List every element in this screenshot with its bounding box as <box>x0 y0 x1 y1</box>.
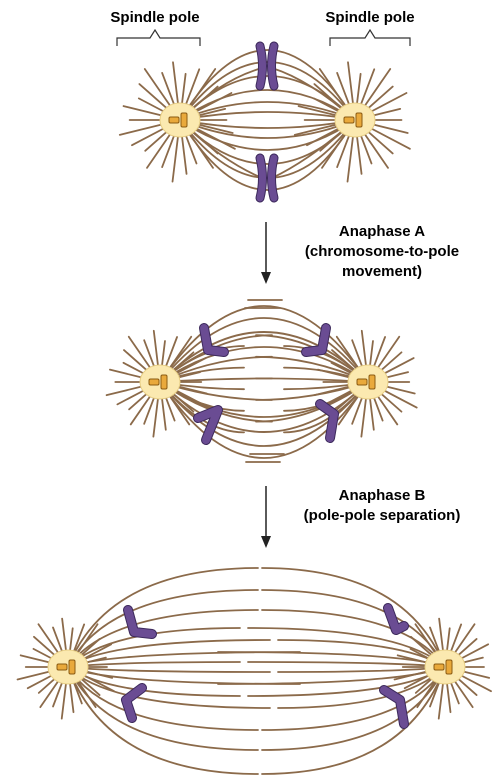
anaphase-b-subtitle: (pole-pole separation) <box>304 507 461 524</box>
anaphase-a-spindle-panel <box>107 300 417 462</box>
chromatid <box>260 158 263 198</box>
astral-microtubule <box>70 681 74 712</box>
astral-microtubule <box>370 341 373 368</box>
astral-microtubule <box>70 628 73 653</box>
anaphase-b-title: Anaphase B <box>339 487 426 504</box>
pole-halo <box>335 103 375 137</box>
centriole <box>69 660 75 674</box>
centriole <box>181 113 187 127</box>
astral-microtubule <box>373 337 385 369</box>
pole-halo <box>160 103 200 137</box>
astral-microtubule <box>162 396 166 430</box>
pole-halo <box>425 650 465 684</box>
microtubule <box>68 610 258 667</box>
chromosome <box>388 608 404 630</box>
metaphase-spindle-panel <box>120 46 410 198</box>
pole-halo <box>348 365 388 399</box>
centriole <box>434 664 444 670</box>
microtubule <box>68 667 270 708</box>
pole-halo <box>48 650 88 684</box>
centriole <box>446 660 452 674</box>
centriole <box>169 117 179 123</box>
astral-microtubule <box>162 341 165 368</box>
polar-microtubule <box>160 347 368 382</box>
astral-microtubule <box>120 123 167 134</box>
microtubule <box>68 667 258 730</box>
centriole <box>357 379 367 385</box>
astral-microtubule <box>124 106 167 117</box>
centriole <box>161 375 167 389</box>
astral-microtubule <box>153 396 158 437</box>
spindle-pole-label-right: Spindle pole <box>325 9 414 26</box>
chromosome <box>384 690 404 724</box>
anaphase-b-arrow <box>261 486 271 548</box>
astral-microtubule <box>348 134 354 182</box>
centriole <box>344 117 354 123</box>
anaphase-a-title: Anaphase A <box>339 223 425 240</box>
astral-microtubule <box>447 681 451 712</box>
anaphase-a-arrow <box>261 222 271 284</box>
spindle-pole-label-left: Spindle pole <box>110 9 199 26</box>
spindle-pole-bracket-right <box>330 30 410 46</box>
chromatid <box>272 158 275 198</box>
astral-microtubule <box>370 396 374 430</box>
microtubule <box>262 667 445 730</box>
astral-microtubule <box>182 134 187 174</box>
astral-microtubule <box>144 340 155 369</box>
astral-microtubule <box>182 74 186 106</box>
astral-microtubule <box>439 619 443 653</box>
astral-microtubule <box>154 331 159 368</box>
spindle-pole-bracket-left <box>117 30 200 46</box>
chromatid <box>320 404 334 438</box>
astral-microtubule <box>348 62 353 106</box>
chromosome <box>260 46 274 86</box>
chromosome <box>320 404 334 438</box>
astral-microtubule <box>162 73 175 107</box>
astral-microtubule <box>362 331 367 368</box>
chromosome <box>198 410 218 440</box>
anaphase-a-subtitle-line2: movement) <box>342 263 422 280</box>
pole-halo <box>140 365 180 399</box>
astral-microtubule <box>357 134 362 174</box>
chromatid <box>306 328 326 352</box>
microtubule <box>68 667 258 750</box>
chromosome <box>306 328 326 352</box>
astral-microtubule <box>173 134 179 182</box>
chromatid <box>198 410 218 440</box>
astral-microtubule <box>361 396 366 437</box>
chromatid <box>128 610 152 634</box>
astral-microtubule <box>439 681 444 719</box>
anaphase-a-subtitle-line1: (chromosome-to-pole <box>305 243 459 260</box>
astral-microtubule <box>360 133 372 163</box>
centriole <box>57 664 67 670</box>
centriole <box>149 379 159 385</box>
astral-microtubule <box>62 619 66 653</box>
astral-microtubule <box>62 681 67 719</box>
astral-microtubule <box>162 133 175 167</box>
spindle-pole-right <box>395 619 492 719</box>
centriole <box>356 113 362 127</box>
astral-microtubule <box>450 624 461 653</box>
chromatid <box>272 46 275 86</box>
astral-microtubule <box>447 628 450 653</box>
centriole <box>369 375 375 389</box>
microtubule <box>262 610 445 667</box>
astral-microtubule <box>373 395 383 420</box>
anaphase-b-spindle-panel <box>18 568 492 774</box>
chromosome <box>128 610 152 634</box>
astral-microtubule <box>53 627 63 653</box>
astral-microtubule <box>144 395 155 424</box>
astral-microtubule <box>357 74 361 106</box>
astral-microtubule <box>173 62 178 106</box>
chromatid <box>260 46 263 86</box>
chromosome <box>126 688 142 718</box>
astral-microtubule <box>53 680 63 706</box>
